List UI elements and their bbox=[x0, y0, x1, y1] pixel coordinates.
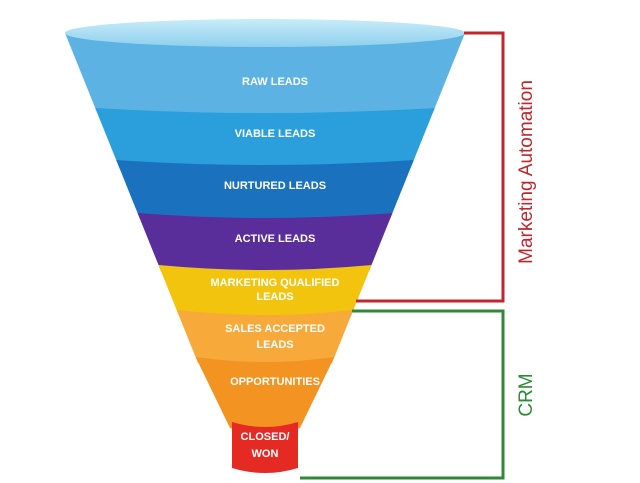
funnel-brackets: Marketing Automation CRM bbox=[300, 31, 537, 480]
funnel-stage-band bbox=[116, 160, 414, 225]
funnel-stage-label: ACTIVE LEADS bbox=[235, 233, 316, 245]
funnel-stage-label: VIABLE LEADS bbox=[235, 128, 316, 140]
crm-label: CRM bbox=[516, 373, 537, 416]
funnel-stage-label: OPPORTUNITIES bbox=[230, 376, 320, 388]
funnel-rim bbox=[65, 19, 465, 47]
funnel-stage-band bbox=[95, 108, 435, 172]
funnel-stage-band bbox=[232, 422, 298, 473]
crm-bracket bbox=[300, 309, 505, 480]
funnel-stage-band bbox=[176, 310, 354, 369]
funnel-stage-band bbox=[137, 213, 393, 277]
funnel-stage-label: CLOSED/WON bbox=[241, 431, 290, 460]
funnel-stage-label: RAW LEADS bbox=[242, 76, 308, 88]
marketing-automation-label: Marketing Automation bbox=[516, 80, 537, 264]
funnel-stage-label: NURTURED LEADS bbox=[224, 180, 326, 192]
funnel-stages: RAW LEADS VIABLE LEADS NURTURED LEADS ACTIV… bbox=[65, 19, 465, 473]
funnel-stage-band bbox=[65, 33, 465, 120]
funnel-stage-band bbox=[195, 357, 335, 434]
marketing-automation-bracket bbox=[356, 31, 505, 303]
funnel-stage-band bbox=[158, 265, 372, 322]
